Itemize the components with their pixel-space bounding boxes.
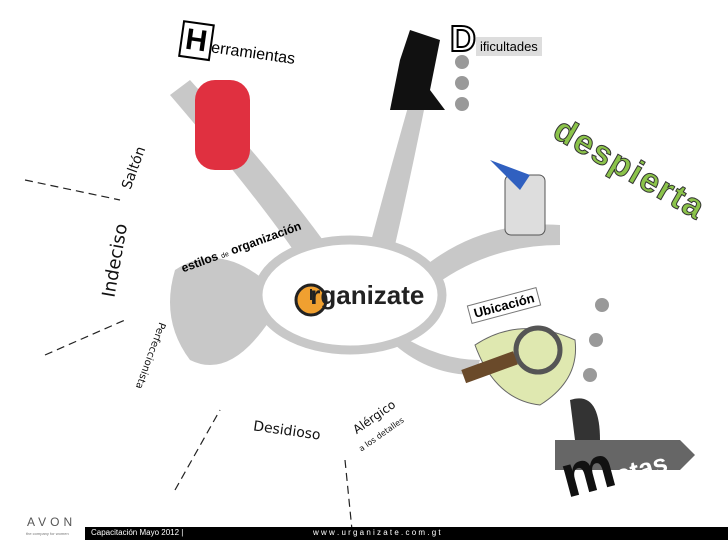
footer-url[interactable]: w w w . u r g a n i z a t e . c o m . g … xyxy=(313,528,441,537)
dificultades-letter: D xyxy=(449,17,477,60)
footer-bar: Capacitación Mayo 2012 | w w w . u r g a… xyxy=(85,527,728,540)
center-title: Organizate xyxy=(290,280,424,311)
center-text: rganizate xyxy=(310,280,425,310)
hiker-figure xyxy=(390,30,445,110)
herramientas-letter: H xyxy=(178,20,215,62)
footer-course: Capacitación Mayo 2012 | xyxy=(91,528,184,537)
metas-text: etas xyxy=(612,447,671,490)
avon-tagline: the company for women xyxy=(26,531,69,536)
dificultades-text: ificultades xyxy=(476,37,542,56)
avon-logo: AVON xyxy=(27,515,77,529)
herramientas-figure xyxy=(195,80,250,170)
estilos-b: de xyxy=(220,250,231,261)
